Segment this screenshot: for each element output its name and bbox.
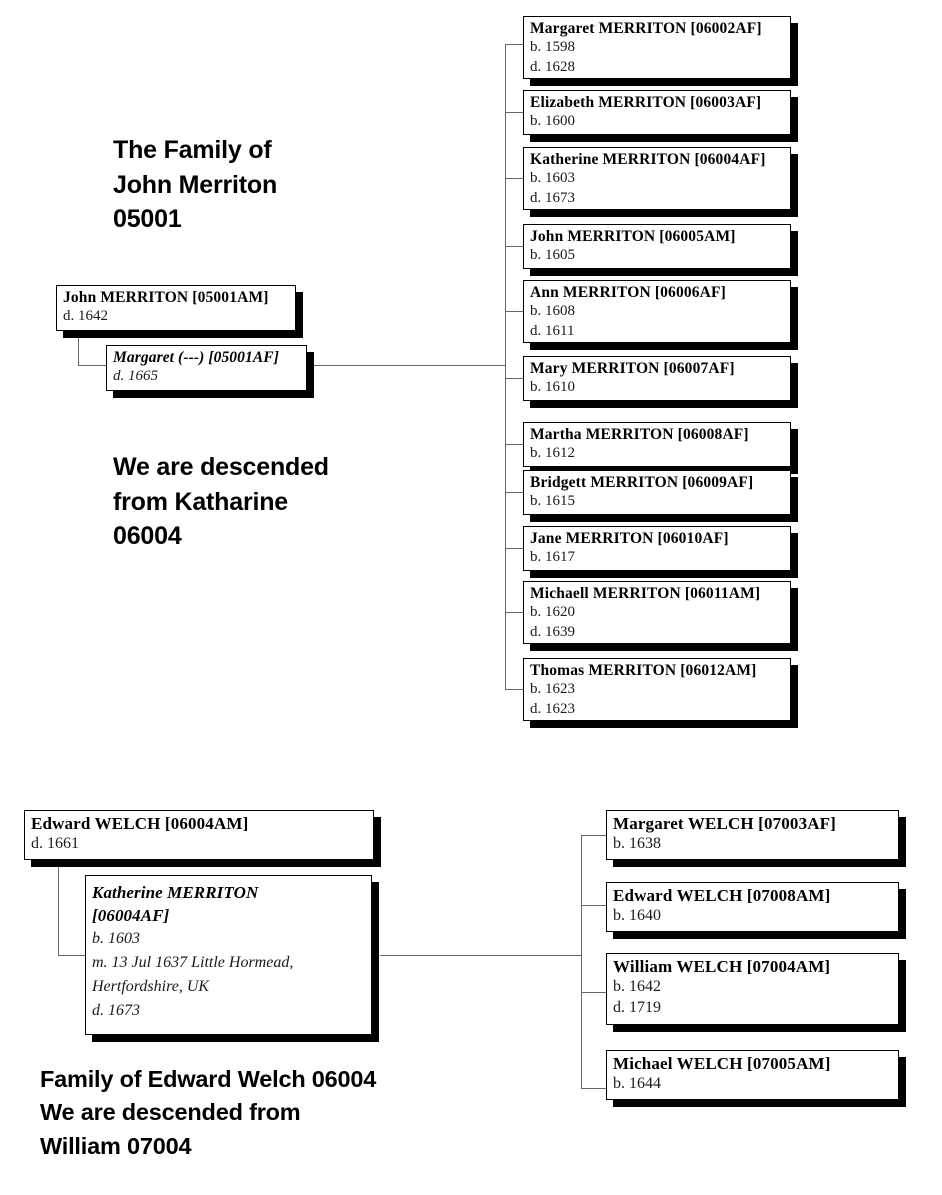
person-name: Mary MERRITON [06007AF]	[530, 360, 735, 377]
person-box-elizabeth-06003af[interactable]: Elizabeth MERRITON [06003AF] b. 1600	[523, 90, 791, 135]
connector-welch-father-to-spouse-horizontal	[58, 955, 85, 956]
person-name: Thomas MERRITON [06012AM]	[530, 662, 757, 679]
person-name: Katherine MERRITON [06004AF]	[92, 883, 259, 925]
person-box-michael-welch-07005am[interactable]: Michael WELCH [07005AM] b. 1644	[606, 1050, 899, 1100]
connector-welch-child-stub	[581, 1088, 606, 1089]
connector-child-stub	[505, 311, 524, 312]
person-box-mary-06007af[interactable]: Mary MERRITON [06007AF] b. 1610	[523, 356, 791, 401]
person-name: Michaell MERRITON [06011AM]	[530, 585, 761, 602]
connector-welch-child-stub	[581, 835, 606, 836]
person-details: b. 1615	[530, 493, 575, 510]
person-name: Edward WELCH [07008AM]	[613, 886, 831, 905]
connector-child-stub	[505, 612, 524, 613]
person-details: b. 1598 d. 1628	[530, 39, 575, 75]
connector-child-stub	[505, 689, 524, 690]
connector-child-stub	[505, 548, 524, 549]
person-name: Martha MERRITON [06008AF]	[530, 426, 749, 443]
connector-couple-to-children	[307, 365, 506, 366]
person-details: b. 1640	[613, 907, 661, 925]
connector-child-stub	[505, 44, 524, 45]
connector-child-stub	[505, 246, 524, 247]
person-details: b. 1600	[530, 113, 575, 130]
person-box-thomas-06012am[interactable]: Thomas MERRITON [06012AM] b. 1623 d. 162…	[523, 658, 791, 721]
person-details: b. 1642 d. 1719	[613, 978, 661, 1017]
person-box-jane-06010af[interactable]: Jane MERRITON [06010AF] b. 1617	[523, 526, 791, 571]
person-box-michaell-06011am[interactable]: Michaell MERRITON [06011AM] b. 1620 d. 1…	[523, 581, 791, 644]
connector-child-stub	[505, 492, 524, 493]
person-box-john-merriton-05001am[interactable]: John MERRITON [05001AM] d. 1642	[56, 285, 296, 331]
person-box-katherine-06004af[interactable]: Katherine MERRITON [06004AF] b. 1603 d. …	[523, 147, 791, 210]
person-box-margaret-welch-07003af[interactable]: Margaret WELCH [07003AF] b. 1638	[606, 810, 899, 860]
person-name: Elizabeth MERRITON [06003AF]	[530, 94, 762, 111]
person-details: b. 1612	[530, 445, 575, 462]
person-details: b. 1608 d. 1611	[530, 303, 575, 339]
connector-child-stub	[505, 178, 524, 179]
person-box-martha-06008af[interactable]: Martha MERRITON [06008AF] b. 1612	[523, 422, 791, 467]
person-box-margaret-06002af[interactable]: Margaret MERRITON [06002AF] b. 1598 d. 1…	[523, 16, 791, 79]
person-name: Margaret (---) [05001AF]	[113, 349, 279, 366]
person-name: Margaret WELCH [07003AF]	[613, 814, 836, 833]
connector-child-stub	[505, 444, 524, 445]
connector-father-to-spouse-vertical	[78, 333, 79, 366]
person-details: b. 1603 m. 13 Jul 1637 Little Hormead, H…	[92, 930, 294, 1020]
person-box-bridgett-06009af[interactable]: Bridgett MERRITON [06009AF] b. 1615	[523, 470, 791, 515]
person-box-edward-welch-06004am[interactable]: Edward WELCH [06004AM] d. 1661	[24, 810, 374, 860]
person-name: John MERRITON [05001AM]	[63, 289, 269, 306]
person-name: Edward WELCH [06004AM]	[31, 814, 249, 833]
connector-welch-couple-to-children	[380, 955, 582, 956]
connector-welch-child-stub	[581, 992, 606, 993]
person-details: b. 1617	[530, 549, 575, 566]
connector-children-trunk	[505, 44, 506, 689]
person-box-edward-welch-07008am[interactable]: Edward WELCH [07008AM] b. 1640	[606, 882, 899, 932]
heading-family-of-john-merriton: The Family of John Merriton 05001	[113, 136, 278, 233]
heading-descended-from-katharine: We are descended from Katharine 06004	[113, 453, 329, 550]
person-box-john-06005am[interactable]: John MERRITON [06005AM] b. 1605	[523, 224, 791, 269]
person-details: b. 1620 d. 1639	[530, 604, 575, 640]
connector-welch-children-trunk	[581, 835, 582, 1088]
person-details: d. 1642	[63, 308, 108, 325]
person-details: d. 1661	[31, 835, 79, 853]
person-name: Katherine MERRITON [06004AF]	[530, 151, 766, 168]
connector-welch-father-to-spouse-vertical	[58, 862, 59, 956]
person-name: Bridgett MERRITON [06009AF]	[530, 474, 754, 491]
person-details: b. 1644	[613, 1075, 661, 1093]
person-details: d. 1665	[113, 368, 158, 385]
person-box-ann-06006af[interactable]: Ann MERRITON [06006AF] b. 1608 d. 1611	[523, 280, 791, 343]
person-details: b. 1605	[530, 247, 575, 264]
person-name: John MERRITON [06005AM]	[530, 228, 736, 245]
person-name: Jane MERRITON [06010AF]	[530, 530, 729, 547]
person-details: b. 1610	[530, 379, 575, 396]
person-box-william-welch-07004am[interactable]: William WELCH [07004AM] b. 1642 d. 1719	[606, 953, 899, 1025]
connector-father-to-spouse-horizontal	[78, 365, 106, 366]
connector-welch-child-stub	[581, 905, 606, 906]
person-name: Margaret MERRITON [06002AF]	[530, 20, 762, 37]
person-details: b. 1638	[613, 835, 661, 853]
person-box-margaret-05001af[interactable]: Margaret (---) [05001AF] d. 1665	[106, 345, 307, 391]
person-name: William WELCH [07004AM]	[613, 957, 831, 976]
connector-child-stub	[505, 378, 524, 379]
person-name: Michael WELCH [07005AM]	[613, 1054, 831, 1073]
person-details: b. 1603 d. 1673	[530, 170, 575, 206]
person-name: Ann MERRITON [06006AF]	[530, 284, 726, 301]
heading-family-of-edward-welch: Family of Edward Welch 06004 We are desc…	[40, 1066, 377, 1159]
person-box-katherine-merriton-06004af[interactable]: Katherine MERRITON [06004AF] b. 1603 m. …	[85, 875, 372, 1035]
connector-child-stub	[505, 112, 524, 113]
person-details: b. 1623 d. 1623	[530, 681, 575, 717]
